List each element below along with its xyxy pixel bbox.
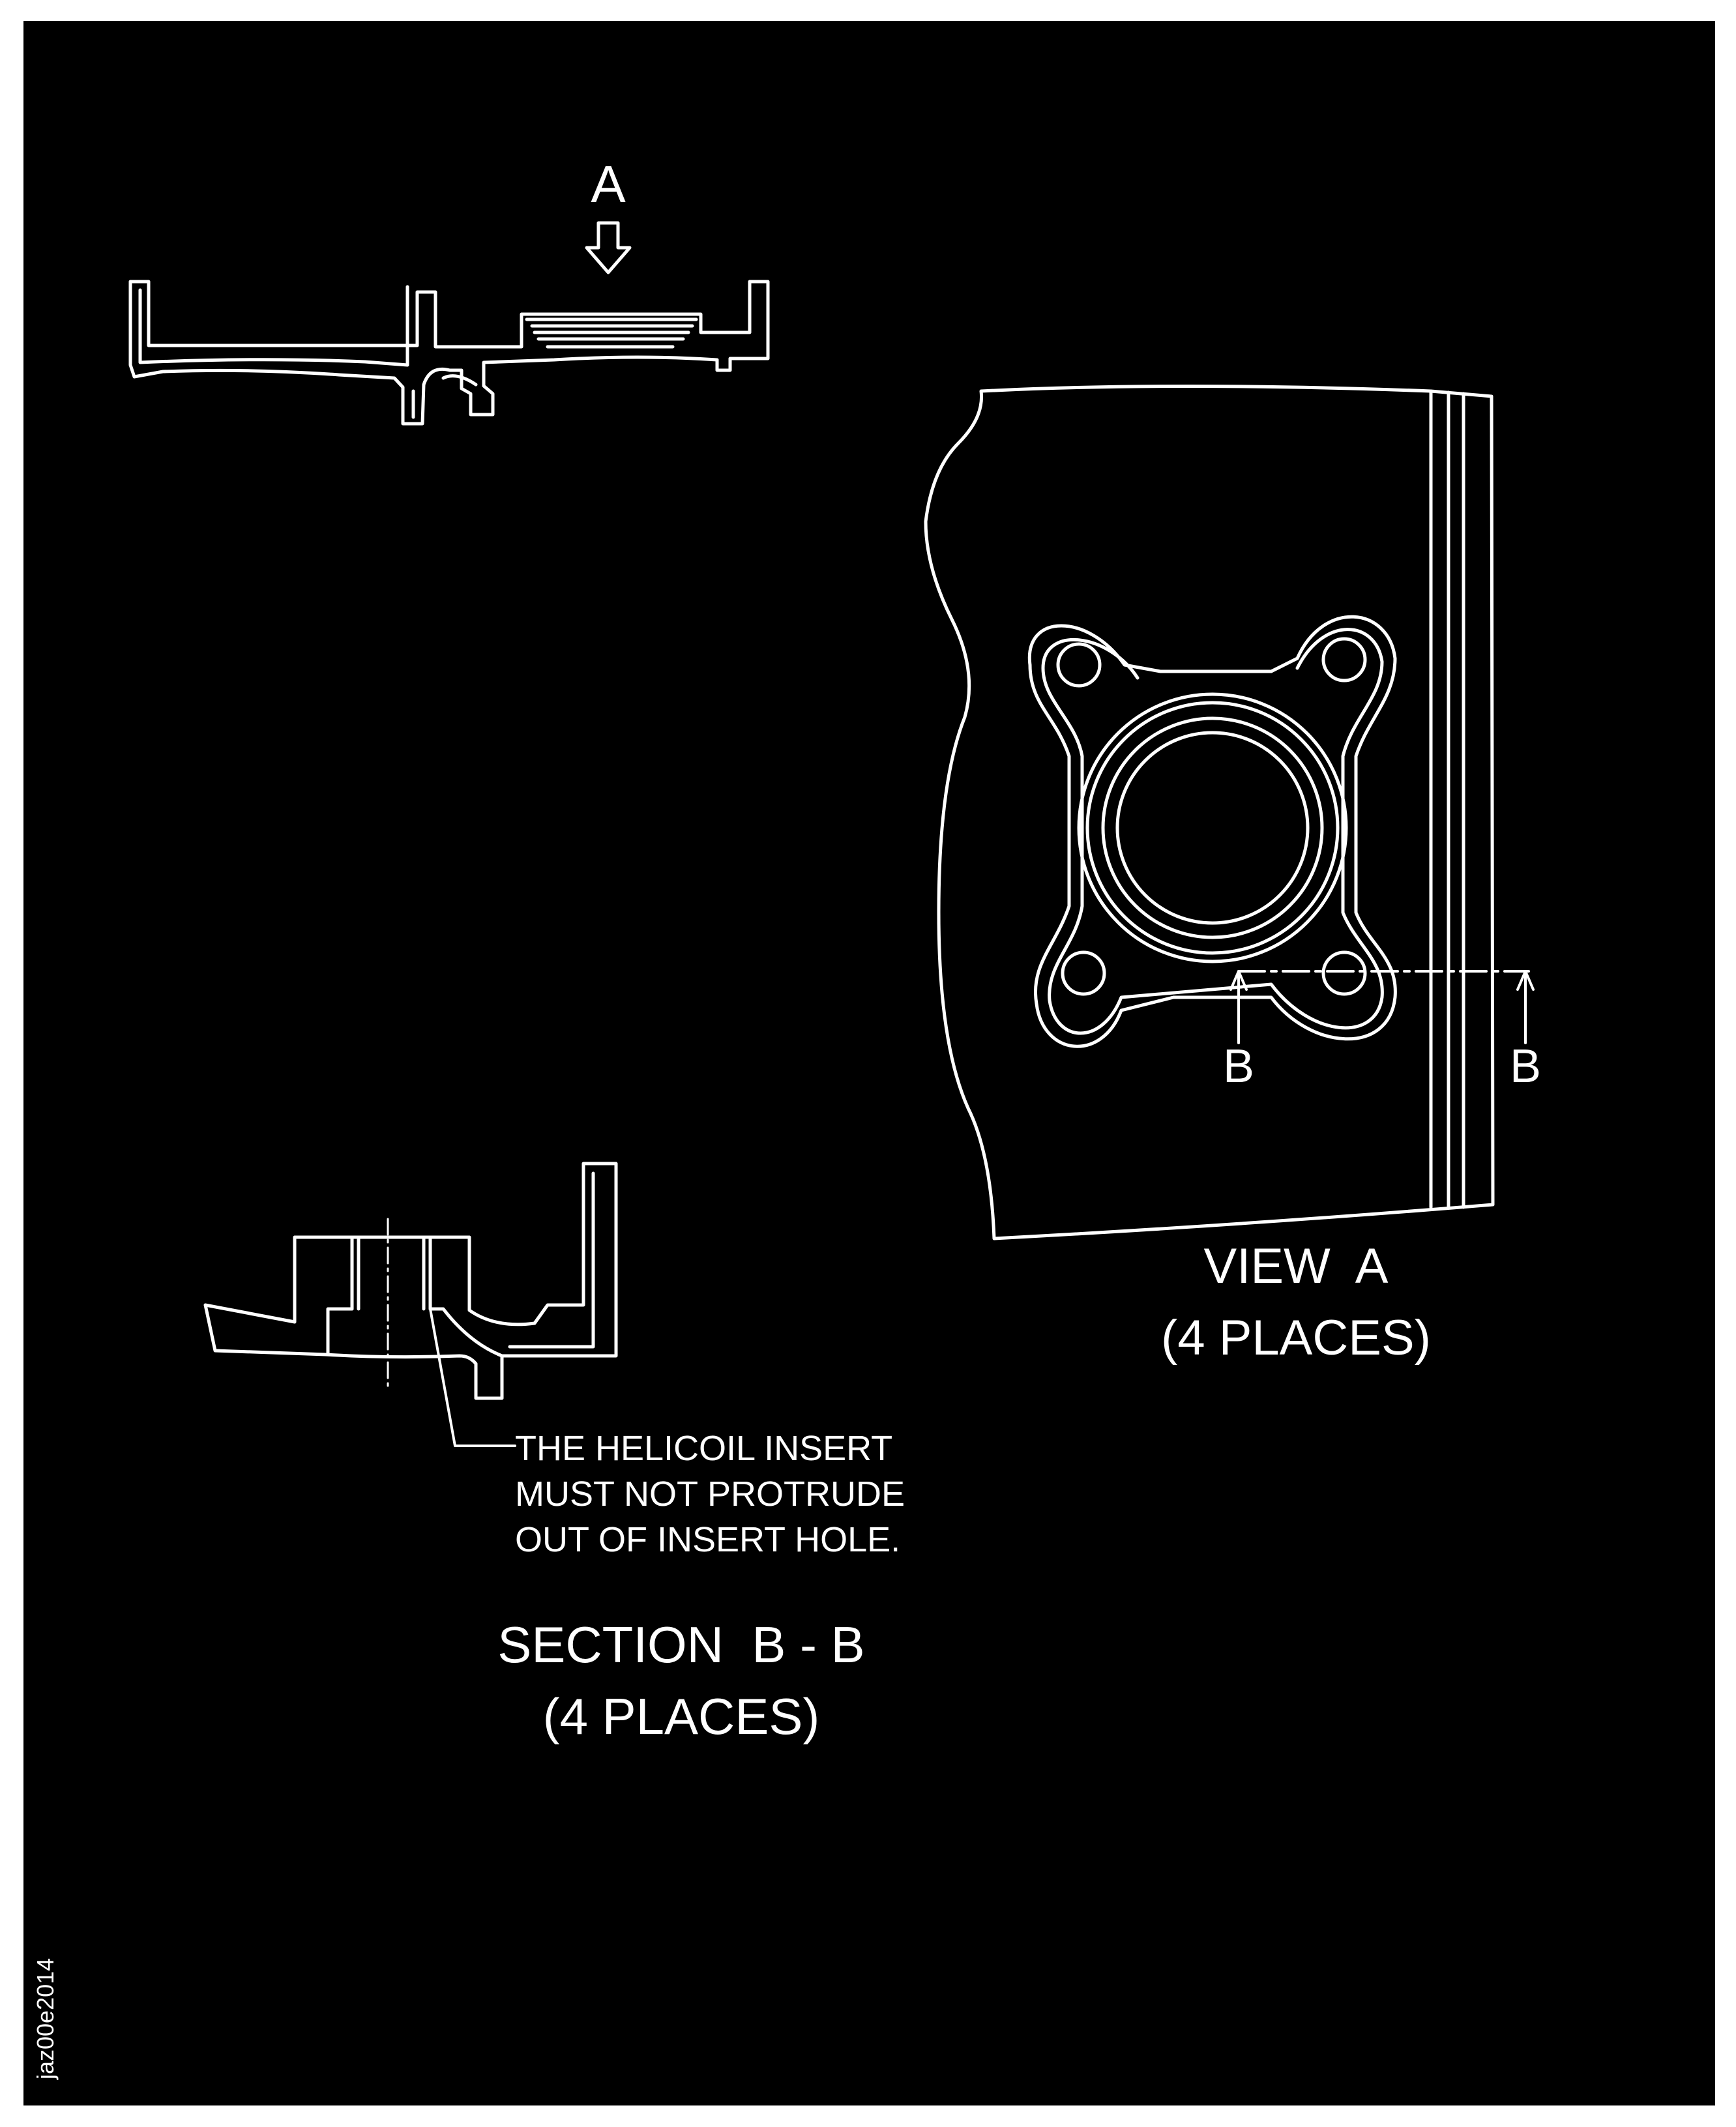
figure-id: jaz00e2014	[32, 1958, 59, 2080]
bolt-hole-bottom-right	[1321, 950, 1367, 996]
bolt-hole-top-right	[1321, 637, 1367, 682]
cut-label-left: B	[1223, 1040, 1254, 1093]
section-caption-line2: (4 PLACES)	[543, 1688, 820, 1745]
note-leader	[429, 1308, 516, 1447]
view-a-direction-arrow: A	[585, 155, 632, 274]
bolt-hole-top-left	[1056, 642, 1102, 688]
view-a-arrow-label: A	[591, 155, 626, 213]
flange-inner-outline	[1041, 628, 1384, 1035]
view-a	[924, 385, 1535, 1240]
bore-circle-3	[1101, 716, 1324, 939]
flange-outline	[1027, 615, 1397, 1048]
lower-leg-inner	[411, 374, 478, 419]
seal-steps	[525, 317, 698, 349]
note-line3: OUT OF INSERT HOLE.	[515, 1520, 900, 1559]
section-caption-line1: SECTION B - B	[497, 1616, 864, 1673]
bolt-hole-bottom-left	[1061, 950, 1106, 996]
view-a-caption-line2: (4 PLACES)	[1161, 1310, 1431, 1366]
top-section-view	[128, 280, 770, 426]
view-a-caption-line1: VIEW A	[1204, 1239, 1389, 1294]
bore-circle-2	[1085, 701, 1340, 955]
note-line1: THE HELICOIL INSERT	[515, 1429, 892, 1468]
cut-label-right: B	[1510, 1040, 1541, 1093]
bore-circle-4	[1115, 731, 1310, 925]
section-b-b	[203, 1162, 618, 1447]
drawing-panel	[23, 21, 1715, 2105]
section-outline	[203, 1162, 618, 1400]
view-a-edge-lines	[1429, 389, 1465, 1209]
part-profile-inner	[138, 285, 409, 367]
note-line2: MUST NOT PROTRUDE	[515, 1474, 905, 1514]
hollow-down-arrow	[585, 221, 632, 274]
part-profile-outline	[128, 280, 770, 426]
cut-arrow-right	[1516, 970, 1535, 1044]
bore-circle-1	[1077, 692, 1348, 963]
cut-arrow-left	[1229, 970, 1248, 1044]
insert-hole-walls	[350, 1237, 432, 1311]
